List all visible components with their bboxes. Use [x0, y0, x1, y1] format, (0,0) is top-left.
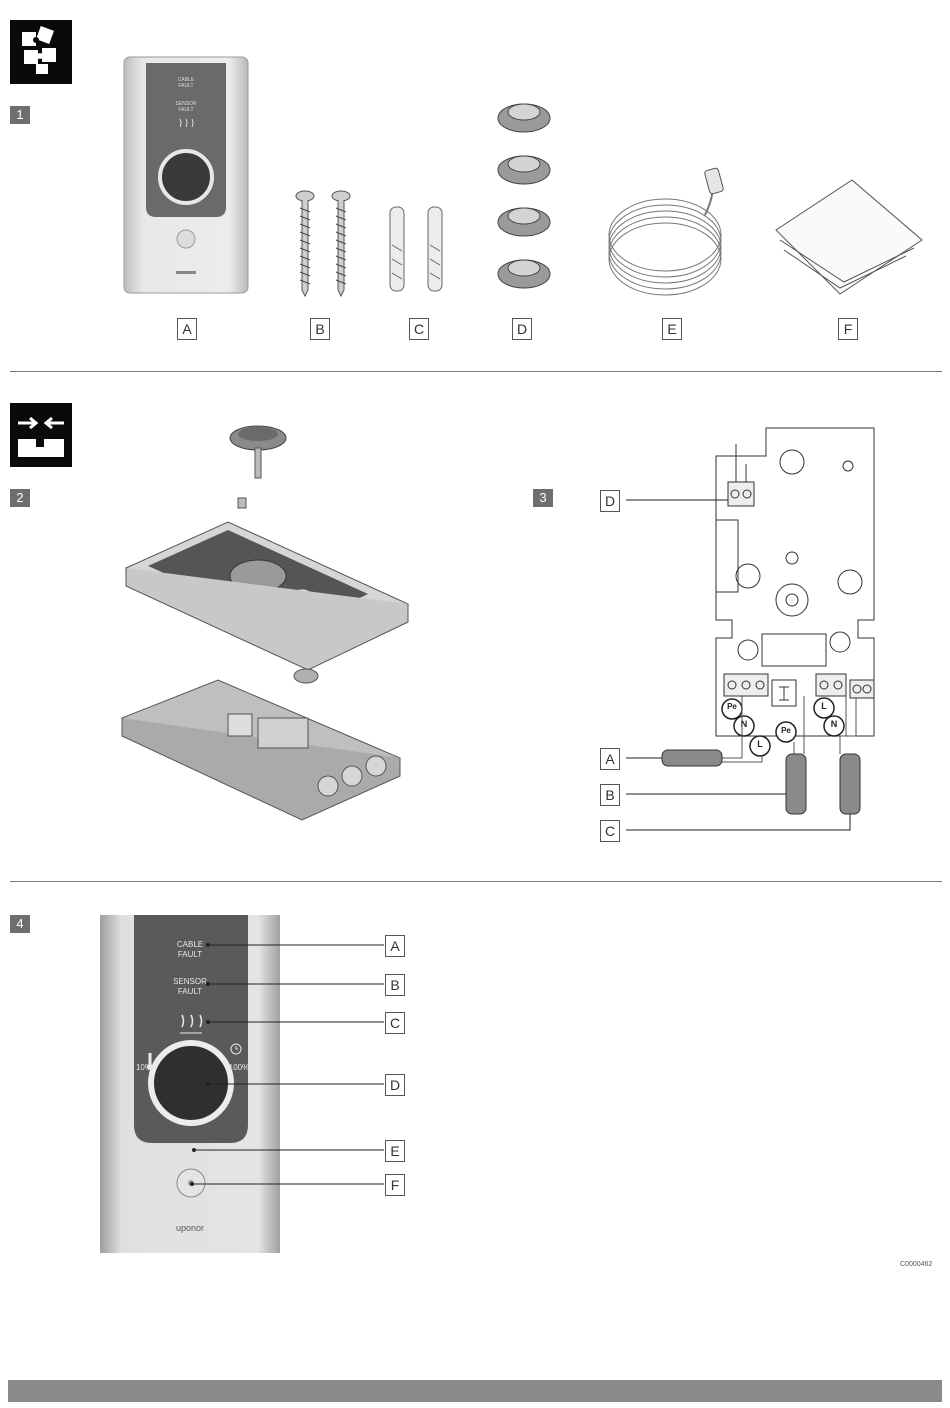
sensor-cable-illustration — [605, 165, 735, 300]
panel-callout-a: A — [385, 935, 405, 957]
part-label-c: C — [409, 318, 429, 340]
exploded-view-illustration — [108, 418, 438, 828]
part-label-f: F — [838, 318, 858, 340]
panel-callout-c: C — [385, 1012, 405, 1034]
terminal-mark-l-1: L — [750, 739, 770, 749]
figure-number-1: 1 — [10, 106, 30, 124]
panel-min-percent: 10% — [132, 1063, 156, 1072]
panel-callout-lines — [180, 930, 400, 1200]
svg-text:FAULT: FAULT — [178, 83, 193, 89]
wiring-diagram — [596, 424, 886, 844]
install-arrows-icon — [10, 403, 72, 467]
part-label-b: B — [310, 318, 330, 340]
wiring-callout-a: A — [600, 748, 620, 770]
terminal-mark-pe-2: Pe — [776, 726, 796, 735]
figure-number-4: 4 — [10, 915, 30, 933]
panel-callout-f: F — [385, 1174, 405, 1196]
part-label-a: A — [177, 318, 197, 340]
svg-text:FAULT: FAULT — [178, 107, 193, 113]
terminal-mark-n-1: N — [734, 719, 754, 729]
terminal-mark-n-2: N — [824, 719, 844, 729]
part-label-e: E — [662, 318, 682, 340]
part-label-d: D — [512, 318, 532, 340]
wall-plugs-illustration — [382, 205, 452, 295]
wiring-callout-c: C — [600, 820, 620, 842]
thermostat-unit-front: CABLE FAULT SENSOR FAULT — [124, 57, 248, 293]
panel-callout-b: B — [385, 974, 405, 996]
figure-number-2: 2 — [10, 489, 30, 507]
section-divider-1 — [10, 371, 942, 372]
wiring-callout-d: D — [600, 490, 620, 512]
document-id: C0000462 — [900, 1261, 932, 1268]
section-divider-2 — [10, 881, 942, 882]
figure-number-3: 3 — [533, 489, 553, 507]
grommets-illustration — [494, 96, 554, 296]
footer-bar — [8, 1380, 942, 1402]
puzzle-icon — [10, 20, 72, 84]
terminal-mark-pe-1: Pe — [722, 702, 742, 711]
panel-brand-logo: uponor — [170, 1224, 210, 1233]
wiring-callout-b: B — [600, 784, 620, 806]
documentation-illustration — [774, 178, 924, 296]
terminal-mark-l-2: L — [814, 701, 834, 711]
panel-callout-d: D — [385, 1074, 405, 1096]
panel-callout-e: E — [385, 1140, 405, 1162]
screws-illustration — [288, 190, 358, 298]
